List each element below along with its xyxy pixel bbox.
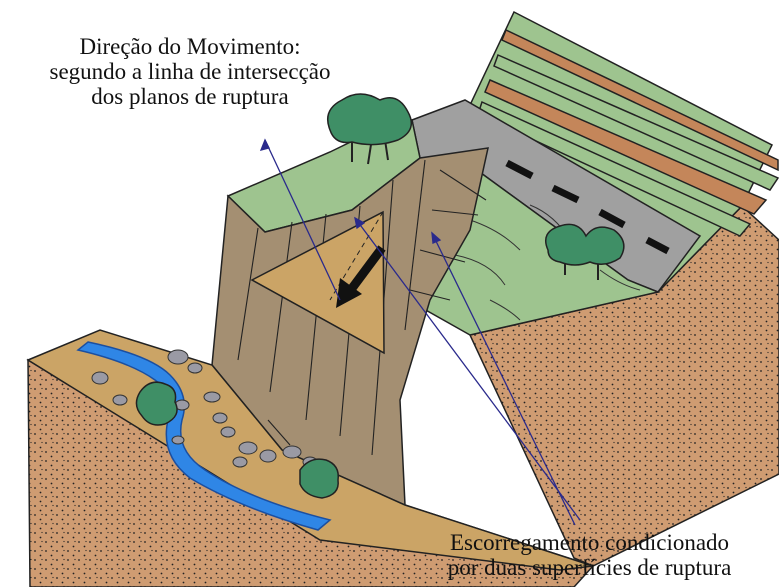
sliding-condition-line-2: por duas superfícies de ruptura [447, 555, 732, 580]
tree-icon [327, 93, 413, 165]
boulder-icon [282, 445, 302, 459]
boulder-icon [232, 456, 248, 468]
boulder-icon [259, 449, 277, 463]
boulder-icon [112, 394, 128, 406]
movement-direction-caption: Direção do Movimento: segundo a linha de… [0, 34, 380, 109]
boulder-icon [91, 371, 109, 385]
movement-direction-line-2: segundo a linha de intersecção [49, 59, 331, 84]
movement-direction-line-3: dos planos de ruptura [91, 84, 289, 109]
terraces [429, 10, 779, 293]
boulder-icon [238, 441, 258, 455]
sliding-condition-caption: Escorregamento condicionado por duas sup… [400, 530, 779, 580]
boulder-icon [220, 426, 236, 438]
tree-icon [545, 223, 625, 280]
boulder-icon [203, 391, 221, 403]
boulder-icon [187, 362, 203, 374]
movement-arrow-icon [336, 245, 386, 308]
tree-icon [135, 381, 178, 426]
sliding-condition-line-1: Escorregamento condicionado [449, 530, 730, 555]
pointer-lines [259, 138, 581, 526]
boulder-icon [212, 412, 228, 424]
road-dashes [505, 159, 670, 255]
movement-direction-line-1: Direção do Movimento: [79, 34, 301, 59]
tree-icon [299, 458, 339, 499]
boulder-icon [167, 349, 189, 365]
boulder-icon [171, 435, 185, 445]
